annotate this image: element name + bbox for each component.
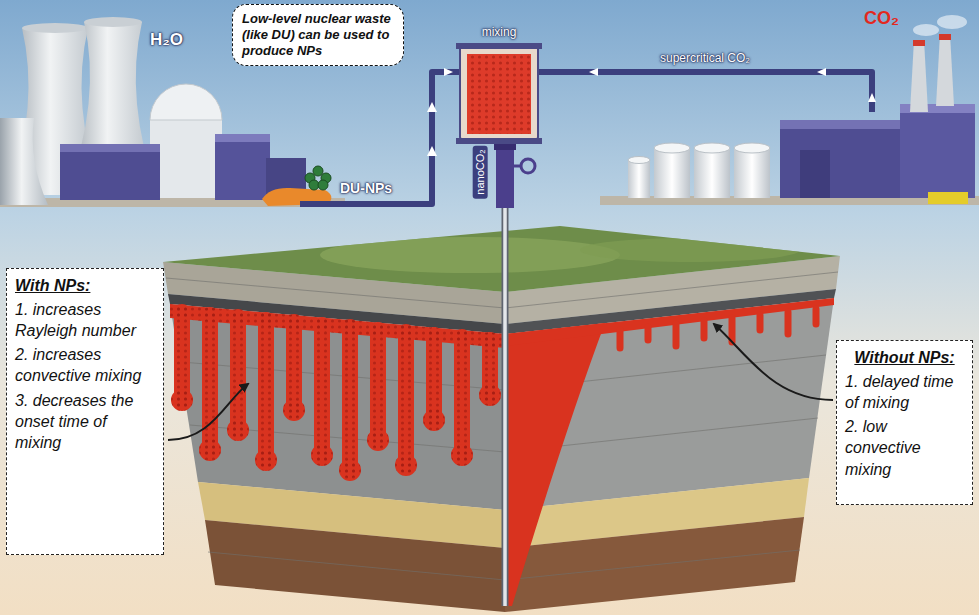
plant-roof (780, 120, 900, 129)
chimney-band (913, 40, 925, 46)
plant-roof (60, 144, 160, 152)
callout-item: 1. increases Rayleigh number (15, 299, 155, 341)
reactor-building (150, 118, 222, 198)
plant-building (800, 150, 830, 198)
callout-item: 2. low convective mixing (845, 416, 964, 479)
tank-cap (456, 43, 542, 49)
chimney (936, 34, 954, 106)
flow-arrow (427, 102, 437, 112)
nanoparticle-texture (182, 312, 490, 470)
plant-roof (215, 134, 270, 142)
flow-arrow (817, 68, 826, 76)
chemical-label: H₂O (150, 30, 183, 50)
plant-building (60, 150, 160, 200)
tank-top (628, 157, 650, 164)
nanoparticles (305, 166, 331, 190)
aquifer-layer (170, 304, 505, 510)
callout-item: 2. increases convective mixing (15, 344, 155, 386)
callout-item: 3. decreases the onset time of mixing (15, 390, 155, 453)
finger-tips (171, 384, 501, 481)
pipe-label: supercritical CO₂ (660, 52, 750, 66)
tank-contents (467, 54, 531, 134)
flow-arrow (427, 146, 437, 156)
note-box: Low-level nuclear waste (like DU) can be… (232, 4, 404, 66)
hill (580, 238, 800, 262)
callout-item: 1. delayed time of mixing (845, 371, 964, 413)
callout-heading: With NPs: (15, 275, 155, 296)
flow-arrow (589, 68, 598, 76)
pipe (538, 72, 872, 112)
tower-top (84, 17, 142, 27)
chemical-label: CO₂ (864, 8, 899, 29)
plant-building (780, 128, 900, 198)
leader-arrow (714, 324, 833, 400)
pipe (300, 72, 462, 204)
tank-particles (467, 54, 531, 134)
material-label: DU-NPs (340, 180, 392, 196)
storage-tank (654, 148, 690, 198)
note-text: Low-level nuclear waste (like DU) can be… (242, 11, 394, 59)
callout-box: With NPs: 1. increases Rayleigh number2. … (6, 268, 164, 555)
tank-top (734, 143, 770, 153)
reactor-dome (150, 84, 222, 120)
tank-top (654, 143, 690, 153)
wellhead (496, 144, 514, 208)
chimney-band (939, 34, 951, 40)
co2-plume (505, 323, 605, 606)
flow-arrow (868, 93, 876, 102)
component-label: mixing (482, 26, 517, 40)
hill (320, 237, 620, 273)
storage-tank (628, 160, 650, 198)
chimney (910, 40, 928, 112)
flow-arrow (444, 68, 453, 76)
callout-heading: Without NPs: (845, 347, 964, 368)
smoke (937, 15, 967, 29)
cooling-tower (0, 118, 48, 205)
mixing-tank (460, 46, 538, 140)
tank-top (694, 143, 730, 153)
tank-base (456, 138, 542, 144)
storage-tank (694, 148, 730, 198)
smoke (913, 24, 939, 36)
plant-building (900, 112, 975, 198)
surface-hills (320, 237, 800, 273)
valve-wheel (521, 159, 535, 173)
callout-box: Without NPs: 1. delayed time of mixing2. … (836, 340, 973, 505)
tower-top (22, 23, 88, 33)
pipe-label: nanoCO₂ (473, 145, 488, 198)
wellhead-cap (494, 144, 516, 150)
leader-arrow (168, 384, 248, 440)
injection-well (503, 206, 507, 606)
storage-tank (734, 148, 770, 198)
nanoparticle (313, 166, 323, 176)
yellow-unit (928, 192, 968, 204)
nanoparticle-texture (171, 384, 501, 481)
nanoparticle (318, 180, 328, 190)
injection-well (502, 206, 509, 606)
plant-building (215, 140, 270, 200)
